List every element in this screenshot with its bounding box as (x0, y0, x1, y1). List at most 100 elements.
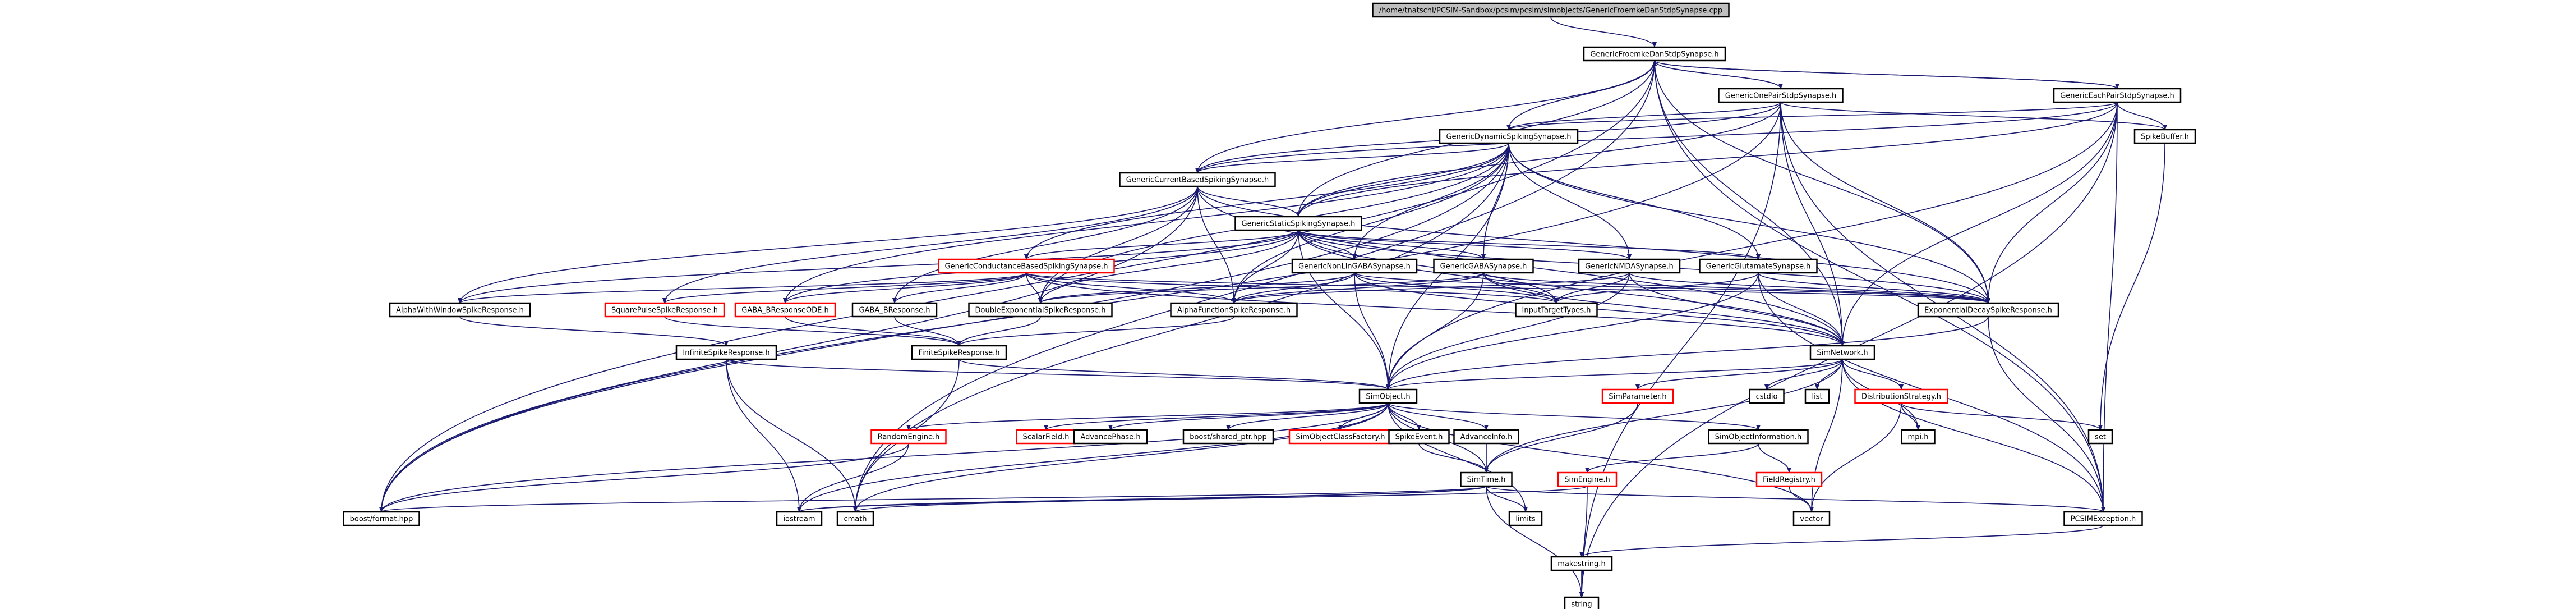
edge-simobj-to-advinfo (1388, 402, 1489, 431)
edge-rand-to-bformat (379, 443, 909, 512)
node-box (1809, 345, 1875, 360)
node-simnet[interactable]: SimNetwork.h (1809, 345, 1875, 360)
edge-dist-to-mpi (1901, 402, 1920, 431)
node-set[interactable]: set (2087, 429, 2113, 445)
node-dexp[interactable]: DoubleExponentialSpikeResponse.h (968, 302, 1113, 318)
node-box (1515, 302, 1598, 318)
node-makestr[interactable]: makestring.h (1550, 556, 1613, 571)
edge-inf-to-simobj (726, 359, 1390, 390)
node-simobj[interactable]: SimObject.h (1358, 388, 1418, 404)
node-expd[interactable]: ExponentialDecaySpikeResponse.h (1917, 302, 2059, 318)
edge-layer (379, 16, 2167, 598)
node-box (1578, 258, 1681, 274)
node-box (1755, 471, 1823, 487)
node-gnl[interactable]: GenericNonLinGABASynapse.h (1291, 258, 1418, 274)
node-root[interactable]: /home/tnatschl/PCSIM-Sandbox/pcsim/pcsim… (1372, 2, 1730, 18)
node-advinfo[interactable]: AdvanceInfo.h (1453, 429, 1519, 445)
node-gss[interactable]: GenericStaticSpikingSynapse.h (1234, 216, 1362, 231)
node-box (968, 302, 1113, 318)
node-fin[interactable]: FiniteSpikeResponse.h (911, 345, 1007, 360)
node-gds[interactable]: GenericDynamicSpikingSynapse.h (1439, 129, 1579, 144)
node-spb[interactable]: SpikeBuffer.h (2133, 129, 2196, 144)
node-box (1453, 429, 1519, 445)
node-list[interactable]: list (1804, 388, 1830, 404)
node-ggaba[interactable]: GenericGABASynapse.h (1433, 258, 1534, 274)
node-itt[interactable]: InputTargetTypes.h (1515, 302, 1598, 318)
edge-gop-to-gfd (1652, 60, 1781, 89)
node-box (1792, 511, 1831, 526)
node-box (911, 345, 1007, 360)
node-box (2053, 88, 2182, 103)
node-simeng[interactable]: SimEngine.h (1557, 471, 1618, 487)
node-gabab_ode[interactable]: GABA_BResponseODE.h (734, 302, 836, 318)
edge-gop-to-spb (1780, 102, 2167, 130)
node-rand[interactable]: RandomEngine.h (870, 429, 947, 445)
edge-simtime-to-bformat (379, 486, 1487, 512)
node-gnmda[interactable]: GenericNMDASynapse.h (1578, 258, 1681, 274)
node-fieldreg[interactable]: FieldRegistry.h (1755, 471, 1823, 487)
node-socf[interactable]: SimObjectClassFactory.h (1288, 429, 1393, 445)
edge-simnet-to-vector (1809, 359, 1843, 512)
node-inf[interactable]: InfiniteSpikeResponse.h (675, 345, 777, 360)
node-cstdio[interactable]: cstdio (1749, 388, 1785, 404)
node-string[interactable]: string (1564, 596, 1600, 609)
node-gcond[interactable]: GenericConductanceBasedSpikingSynapse.h (938, 258, 1115, 274)
edge-simobj-to-cmath (853, 402, 1389, 512)
node-cmath[interactable]: cmath (836, 511, 874, 526)
node-sqp[interactable]: SquarePulseSpikeResponse.h (604, 302, 725, 318)
node-label: GenericEachPairStdpSynapse.h (2060, 92, 2174, 100)
node-label: string (1571, 601, 1592, 609)
edge-gnl-to-expd (1354, 272, 1990, 304)
node-box (1372, 2, 1730, 18)
node-alphaf[interactable]: AlphaFunctionSpikeResponse.h (1170, 302, 1298, 318)
node-soinfo[interactable]: SimObjectInformation.h (1708, 429, 1809, 445)
node-bformat[interactable]: boost/format.hpp (343, 511, 420, 526)
edge-gds-to-gabab_ode (783, 143, 1509, 304)
node-mpi[interactable]: mpi.h (1901, 429, 1936, 445)
node-gfd[interactable]: GenericFroemkeDanStdpSynapse.h (1583, 46, 1726, 62)
edge-root-to-gfd (1550, 16, 1657, 48)
node-simparam[interactable]: SimParameter.h (1601, 388, 1674, 404)
node-gep[interactable]: GenericEachPairStdpSynapse.h (2053, 88, 2182, 103)
node-scalar[interactable]: ScalarField.h (1016, 429, 1076, 445)
edge-inf-to-cmath (726, 359, 858, 512)
edge-gcond-to-sqp (662, 272, 1027, 304)
edge-gds-to-gglu (1508, 143, 1761, 260)
node-shptr[interactable]: boost/shared_ptr.hpp (1182, 429, 1274, 445)
node-box (1583, 46, 1726, 62)
node-label: AlphaFunctionSpikeResponse.h (1177, 306, 1291, 315)
node-box (938, 258, 1115, 274)
edge-gfd-to-gcb (1195, 60, 1655, 173)
node-box (343, 511, 420, 526)
edge-spb-to-set (2098, 143, 2165, 431)
edge-gnl-to-itt (1354, 272, 1559, 304)
node-vector[interactable]: vector (1792, 511, 1831, 526)
edge-ggaba-to-dexp (1038, 272, 1484, 304)
node-label: GenericNonLinGABASynapse.h (1298, 263, 1411, 271)
node-spev[interactable]: SpikeEvent.h (1388, 429, 1450, 445)
node-advph[interactable]: AdvancePhase.h (1073, 429, 1148, 445)
node-box (389, 302, 531, 318)
node-iostream[interactable]: iostream (776, 511, 823, 526)
edge-simobj-to-soinfo (1388, 402, 1761, 431)
node-box (776, 511, 823, 526)
node-limits[interactable]: limits (1508, 511, 1543, 526)
edge-gcb-to-dexp (1038, 186, 1198, 304)
node-pcexc[interactable]: PCSIMException.h (2063, 511, 2143, 526)
node-gcb[interactable]: GenericCurrentBasedSpikingSynapse.h (1119, 172, 1276, 187)
node-dist[interactable]: DistributionStrategy.h (1854, 388, 1948, 404)
edge-pcexc-to-makestr (1579, 525, 2104, 557)
edge-simtime-to-string (1486, 486, 1584, 598)
node-alpha_w[interactable]: AlphaWithWindowSpikeResponse.h (389, 302, 531, 318)
node-label: SimParameter.h (1609, 393, 1666, 401)
node-box (1460, 471, 1513, 487)
node-simtime[interactable]: SimTime.h (1460, 471, 1513, 487)
node-box (1699, 258, 1818, 274)
edge-gfd-to-cmath (853, 60, 1655, 512)
edge-gop-to-string (1579, 102, 1781, 598)
node-box (2087, 429, 2113, 445)
node-gglu[interactable]: GenericGlutamateSynapse.h (1699, 258, 1818, 274)
node-label: limits (1515, 515, 1536, 524)
node-gabab[interactable]: GABA_BResponse.h (851, 302, 938, 318)
node-gop[interactable]: GenericOnePairStdpSynapse.h (1718, 88, 1844, 103)
